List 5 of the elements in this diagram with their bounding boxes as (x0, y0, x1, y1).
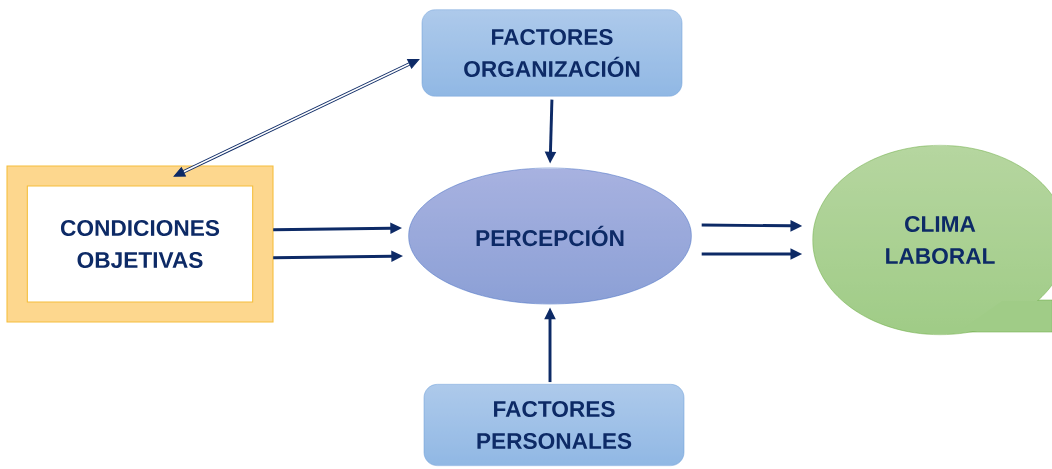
speech-bubble: CLIMA LABORAL (812, 145, 1052, 335)
process-box: FACTORES ORGANIZACIÓN (421, 9, 683, 97)
arrow (173, 58, 420, 177)
process-box: FACTORES PERSONALES (423, 384, 685, 466)
framed-box: CONDICIONES OBJETIVAS (6, 165, 274, 323)
